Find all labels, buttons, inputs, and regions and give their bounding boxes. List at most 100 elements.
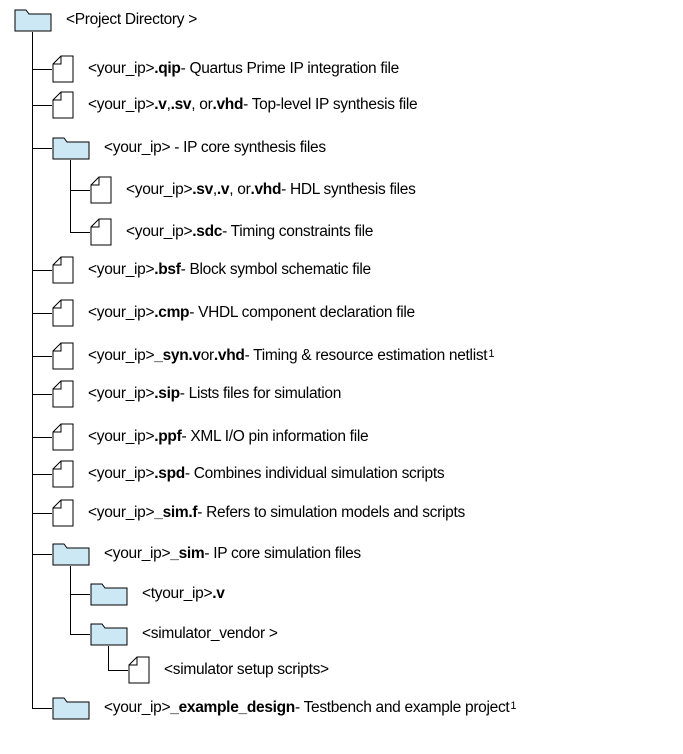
file-label: <simulator setup scripts> (164, 655, 329, 685)
tree-connector (70, 160, 71, 233)
file-label: <your_ip>.v, .sv, or .vhd - Top-level IP… (88, 90, 418, 120)
file-label: <your_ip>.sdc - Timing constraints file (126, 217, 373, 247)
label-text: <your_ip> (88, 347, 155, 364)
label-text: - VHDL component declaration file (189, 304, 415, 321)
extension-text: .sip (154, 385, 180, 402)
label-text: - XML I/O pin information file (181, 428, 369, 445)
file-icon (128, 656, 150, 689)
label-text: <your_ip> (88, 428, 155, 445)
file-icon (52, 380, 74, 413)
label-text: - Refers to simulation models and script… (197, 504, 465, 521)
label-text: - HDL synthesis files (281, 181, 416, 198)
file-label: <your_ip>.qip - Quartus Prime IP integra… (88, 54, 399, 84)
extension-text: .v (154, 96, 167, 113)
tree-connector (32, 554, 52, 555)
tree-connector (70, 566, 71, 635)
file-label: <your_ip>.ppf - XML I/O pin information … (88, 422, 369, 452)
file-icon (90, 176, 112, 209)
extension-text: .sv (192, 181, 213, 198)
extension-text: .v (216, 181, 230, 198)
label-text: <your_ip> - IP core synthesis files (104, 139, 326, 156)
tree-connector (108, 646, 109, 671)
folder-icon (52, 696, 90, 725)
extension-text: .cmp (154, 304, 190, 321)
label-text: - Block symbol schematic file (180, 261, 372, 278)
label-text: , (212, 181, 217, 198)
label-text: <your_ip> (88, 96, 155, 113)
file-label: <your_ip>_syn.v or .vhd - Timing & resou… (88, 341, 494, 371)
extension-text: .vhd (250, 181, 282, 198)
label-text: <your_ip> (88, 60, 155, 77)
label-text: , (166, 96, 171, 113)
label-text: <your_ip> (88, 465, 155, 482)
label-text: <Project Directory > (66, 11, 197, 28)
extension-text: .spd (154, 465, 185, 482)
tree-connector (70, 594, 90, 595)
root-directory-label: <Project Directory > (66, 5, 197, 35)
extension-text: .sv (170, 96, 192, 113)
footnote-marker: 1 (488, 348, 495, 360)
file-icon (52, 55, 74, 88)
folder-icon (52, 136, 90, 165)
label-text: <your_ip> (104, 699, 171, 716)
label-text: - Quartus Prime IP integration file (180, 60, 400, 77)
label-text: , or (229, 181, 251, 198)
extension-text: .vhd (212, 96, 244, 113)
tree-connector (70, 232, 90, 233)
label-text: - Timing constraints file (222, 223, 374, 240)
tree-connector (32, 313, 52, 314)
label-text: <your_ip> (126, 223, 193, 240)
file-label: <your_ip>_sim.f - Refers to simulation m… (88, 498, 465, 528)
tree-connector (108, 670, 128, 671)
tree-connector (32, 270, 52, 271)
extension-text: _sim.f (154, 504, 198, 521)
tree-connector (32, 148, 52, 149)
label-text: <your_ip> (88, 261, 155, 278)
tree-connector (70, 634, 90, 635)
file-label: <your_ip>.sip - Lists files for simulati… (88, 379, 341, 409)
extension-text: .vhd (213, 347, 245, 364)
extension-text: .ppf (154, 428, 182, 445)
label-text: <simulator_vendor > (142, 625, 278, 642)
extension-text: .v (212, 585, 225, 602)
file-icon (52, 91, 74, 124)
tree-connector (32, 437, 52, 438)
extension-text: .sdc (192, 223, 223, 240)
file-icon (52, 423, 74, 456)
tree-connector (32, 32, 33, 709)
folder-label: <simulator_vendor > (142, 619, 278, 649)
file-label: <your_ip>.bsf - Block symbol schematic f… (88, 255, 371, 285)
label-text: or (200, 347, 214, 364)
label-text: - IP core simulation files (204, 545, 361, 562)
footnote-marker: 1 (510, 700, 517, 712)
tree-connector (32, 394, 52, 395)
label-text: , or (191, 96, 213, 113)
folder-icon (52, 542, 90, 571)
folder-label: <your_ip>_example_design - Testbench and… (104, 693, 517, 723)
label-text: <simulator setup scripts> (164, 661, 329, 678)
extension-text: .bsf (154, 261, 181, 278)
label-text: - Combines individual simulation scripts (184, 465, 445, 482)
folder-label: <tyour_ip>.v (142, 579, 225, 609)
label-text: <your_ip> (104, 545, 171, 562)
tree-connector (32, 105, 52, 106)
extension-text: _syn.v (154, 347, 201, 364)
folder-icon (90, 622, 128, 651)
label-text: <tyour_ip> (142, 585, 213, 602)
file-icon (52, 499, 74, 532)
tree-connector (32, 356, 52, 357)
tree-connector (32, 513, 52, 514)
folder-label: <your_ip> - IP core synthesis files (104, 133, 326, 163)
label-text: - Testbench and example project (294, 699, 510, 716)
label-text: <your_ip> (88, 504, 155, 521)
file-icon (52, 299, 74, 332)
label-text: <your_ip> (126, 181, 193, 198)
file-icon (90, 218, 112, 251)
file-label: <your_ip>.spd - Combines individual simu… (88, 459, 445, 489)
extension-text: .qip (154, 60, 181, 77)
folder-icon (14, 8, 52, 37)
label-text: <your_ip> (88, 304, 155, 321)
label-text: <your_ip> (88, 385, 155, 402)
folder-icon (90, 582, 128, 611)
